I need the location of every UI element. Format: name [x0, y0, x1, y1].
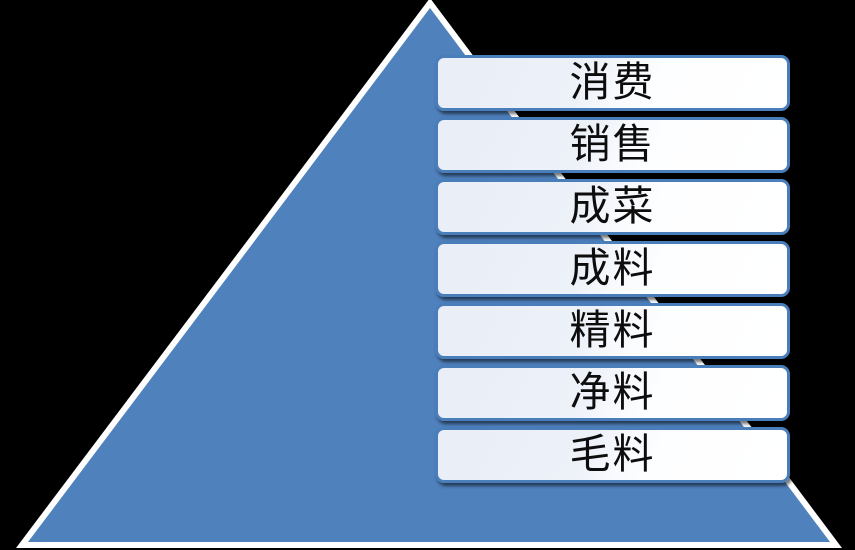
pyramid-level-1[interactable]: 消费	[435, 55, 790, 111]
pyramid-level-1-label: 消费	[569, 57, 656, 106]
pyramid-level-6[interactable]: 净料	[435, 365, 790, 421]
pyramid-level-4[interactable]: 成料	[435, 241, 790, 297]
pyramid-level-2[interactable]: 销售	[435, 117, 790, 173]
pyramid-level-5[interactable]: 精料	[435, 303, 790, 359]
pyramid-level-3[interactable]: 成菜	[435, 179, 790, 235]
pyramid-level-5-label: 精料	[569, 305, 656, 354]
pyramid-level-7-label: 毛料	[569, 429, 656, 478]
pyramid-level-6-label: 净料	[569, 367, 656, 416]
pyramid-level-4-label: 成料	[569, 243, 656, 292]
pyramid-level-2-label: 销售	[569, 119, 656, 168]
pyramid-level-3-label: 成菜	[569, 181, 656, 230]
pyramid-level-7[interactable]: 毛料	[435, 427, 790, 483]
